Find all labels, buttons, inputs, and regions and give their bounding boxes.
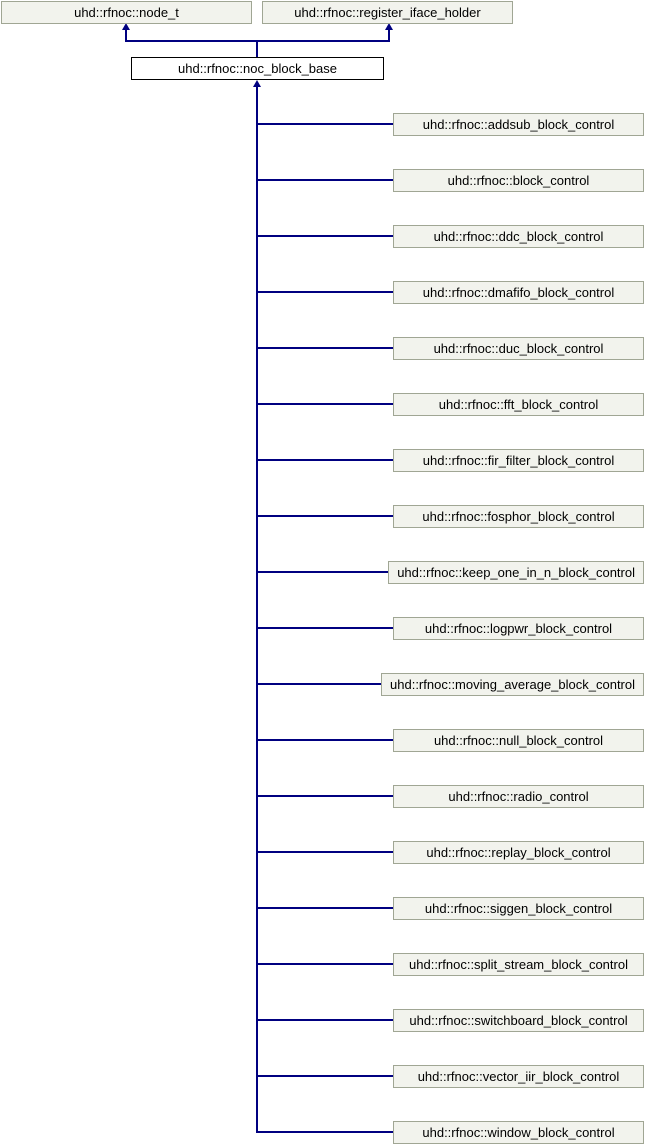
inheritance-edge <box>256 40 258 57</box>
inheritance-edge <box>256 291 396 293</box>
class-node[interactable]: uhd::rfnoc::ddc_block_control <box>393 225 644 248</box>
class-node-label: uhd::rfnoc::logpwr_block_control <box>424 621 613 636</box>
class-node-label: uhd::rfnoc::fir_filter_block_control <box>422 453 615 468</box>
class-node-label: uhd::rfnoc::radio_control <box>448 789 589 804</box>
class-node[interactable]: uhd::rfnoc::siggen_block_control <box>393 897 644 920</box>
inheritance-edge <box>256 907 396 909</box>
class-node[interactable]: uhd::rfnoc::window_block_control <box>393 1121 644 1144</box>
inheritance-edge <box>256 179 396 181</box>
class-node-noc-block-base: uhd::rfnoc::noc_block_base <box>131 57 384 80</box>
inheritance-edge <box>256 123 396 125</box>
inheritance-edge <box>256 627 396 629</box>
class-node-label: uhd::rfnoc::duc_block_control <box>433 341 604 356</box>
class-node-label: uhd::rfnoc::keep_one_in_n_block_control <box>397 565 635 580</box>
inheritance-edge <box>256 235 396 237</box>
inheritance-edge <box>256 963 396 965</box>
class-node[interactable]: uhd::rfnoc::null_block_control <box>393 729 644 752</box>
inheritance-edge <box>125 28 127 42</box>
class-node[interactable]: uhd::rfnoc::moving_average_block_control <box>381 673 644 696</box>
class-node[interactable]: uhd::rfnoc::addsub_block_control <box>393 113 644 136</box>
class-node[interactable]: uhd::rfnoc::duc_block_control <box>393 337 644 360</box>
class-node-label: uhd::rfnoc::split_stream_block_control <box>409 957 628 972</box>
class-node[interactable]: uhd::rfnoc::fosphor_block_control <box>393 505 644 528</box>
inheritance-edge <box>256 851 396 853</box>
inheritance-edge <box>256 459 396 461</box>
class-node-label: uhd::rfnoc::fft_block_control <box>438 397 599 412</box>
arrow-up-icon <box>385 23 393 30</box>
inheritance-edge <box>256 571 396 573</box>
class-node-node-t[interactable]: uhd::rfnoc::node_t <box>1 1 252 24</box>
inheritance-edge <box>256 1019 396 1021</box>
inheritance-edge <box>256 515 396 517</box>
class-node[interactable]: uhd::rfnoc::fir_filter_block_control <box>393 449 644 472</box>
class-node-label: uhd::rfnoc::fosphor_block_control <box>422 509 615 524</box>
class-node-label: uhd::rfnoc::window_block_control <box>422 1125 615 1140</box>
class-node[interactable]: uhd::rfnoc::vector_iir_block_control <box>393 1065 644 1088</box>
class-node[interactable]: uhd::rfnoc::keep_one_in_n_block_control <box>388 561 644 584</box>
inheritance-edge <box>256 403 396 405</box>
class-node-label: uhd::rfnoc::moving_average_block_control <box>390 677 635 692</box>
class-node[interactable]: uhd::rfnoc::block_control <box>393 169 644 192</box>
class-node[interactable]: uhd::rfnoc::split_stream_block_control <box>393 953 644 976</box>
class-node-label: uhd::rfnoc::siggen_block_control <box>424 901 613 916</box>
class-node-label: uhd::rfnoc::ddc_block_control <box>433 229 604 244</box>
inheritance-edge <box>256 739 396 741</box>
inheritance-edge <box>256 795 396 797</box>
class-node[interactable]: uhd::rfnoc::logpwr_block_control <box>393 617 644 640</box>
arrow-up-icon <box>122 23 130 30</box>
class-node-label: uhd::rfnoc::noc_block_base <box>178 61 337 76</box>
class-node[interactable]: uhd::rfnoc::switchboard_block_control <box>393 1009 644 1032</box>
class-node-label: uhd::rfnoc::dmafifo_block_control <box>422 285 615 300</box>
inheritance-edge <box>256 1131 396 1133</box>
class-node[interactable]: uhd::rfnoc::radio_control <box>393 785 644 808</box>
inheritance-spine-edge <box>256 86 258 1133</box>
class-node-label: uhd::rfnoc::null_block_control <box>433 733 604 748</box>
inheritance-edge <box>388 28 390 42</box>
class-node-label: uhd::rfnoc::register_iface_holder <box>294 5 481 20</box>
class-node[interactable]: uhd::rfnoc::dmafifo_block_control <box>393 281 644 304</box>
inheritance-edge <box>256 683 396 685</box>
class-node-register-iface-holder[interactable]: uhd::rfnoc::register_iface_holder <box>262 1 513 24</box>
class-node-label: uhd::rfnoc::block_control <box>447 173 590 188</box>
class-node-label: uhd::rfnoc::vector_iir_block_control <box>417 1069 620 1084</box>
class-node-label: uhd::rfnoc::replay_block_control <box>426 845 611 860</box>
class-node-label: uhd::rfnoc::addsub_block_control <box>422 117 615 132</box>
class-node[interactable]: uhd::rfnoc::replay_block_control <box>393 841 644 864</box>
inheritance-edge <box>256 347 396 349</box>
arrow-up-icon <box>253 80 261 87</box>
class-node-label: uhd::rfnoc::node_t <box>74 5 179 20</box>
class-node[interactable]: uhd::rfnoc::fft_block_control <box>393 393 644 416</box>
inheritance-edge <box>256 1075 396 1077</box>
class-node-label: uhd::rfnoc::switchboard_block_control <box>409 1013 628 1028</box>
